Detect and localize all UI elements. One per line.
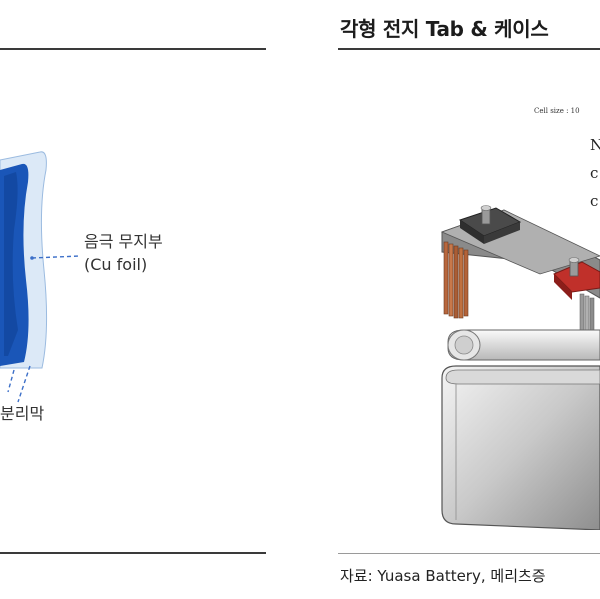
electrode-fold-shadow bbox=[4, 172, 18, 356]
right-bottom-divider bbox=[338, 553, 600, 554]
cell-size-caption: Cell size : 10 bbox=[534, 107, 580, 115]
electrode-roll bbox=[447, 329, 600, 361]
separator-label: 분리막 bbox=[0, 404, 45, 423]
side-text-line-2: c bbox=[590, 164, 599, 182]
positive-terminal-side bbox=[554, 274, 572, 300]
electrode-roll-core bbox=[454, 335, 474, 355]
separator-leader-line-1 bbox=[7, 369, 15, 393]
negative-foil-sublabel: (Cu foil) bbox=[84, 255, 148, 274]
prismatic-cell-exploded-diagram bbox=[440, 205, 600, 530]
source-caption: 자료: Yuasa Battery, 메리츠증 bbox=[340, 567, 546, 585]
side-text-line-3: c bbox=[590, 192, 599, 210]
right-top-divider bbox=[338, 48, 600, 50]
separator-leader-line-2 bbox=[17, 365, 31, 403]
positive-terminal-post-top bbox=[568, 257, 580, 263]
negative-terminal-front bbox=[484, 222, 520, 244]
negative-leader-line bbox=[31, 255, 81, 259]
negative-terminal-post-top bbox=[480, 205, 492, 211]
side-text-line-1: N bbox=[590, 136, 600, 154]
left-top-divider bbox=[0, 48, 266, 50]
left-bottom-divider bbox=[0, 552, 266, 554]
negative-collector-strips bbox=[443, 241, 469, 319]
negative-uncoated-label: 음극 무지부 bbox=[84, 232, 163, 251]
right-figure-title: 각형 전지 Tab & 케이스 bbox=[340, 17, 549, 41]
electrode-stack-diagram bbox=[0, 151, 81, 403]
negative-leader-dot bbox=[30, 256, 34, 260]
battery-can-opening bbox=[445, 369, 600, 385]
negative-terminal-side bbox=[460, 220, 484, 244]
battery-can bbox=[441, 365, 600, 530]
